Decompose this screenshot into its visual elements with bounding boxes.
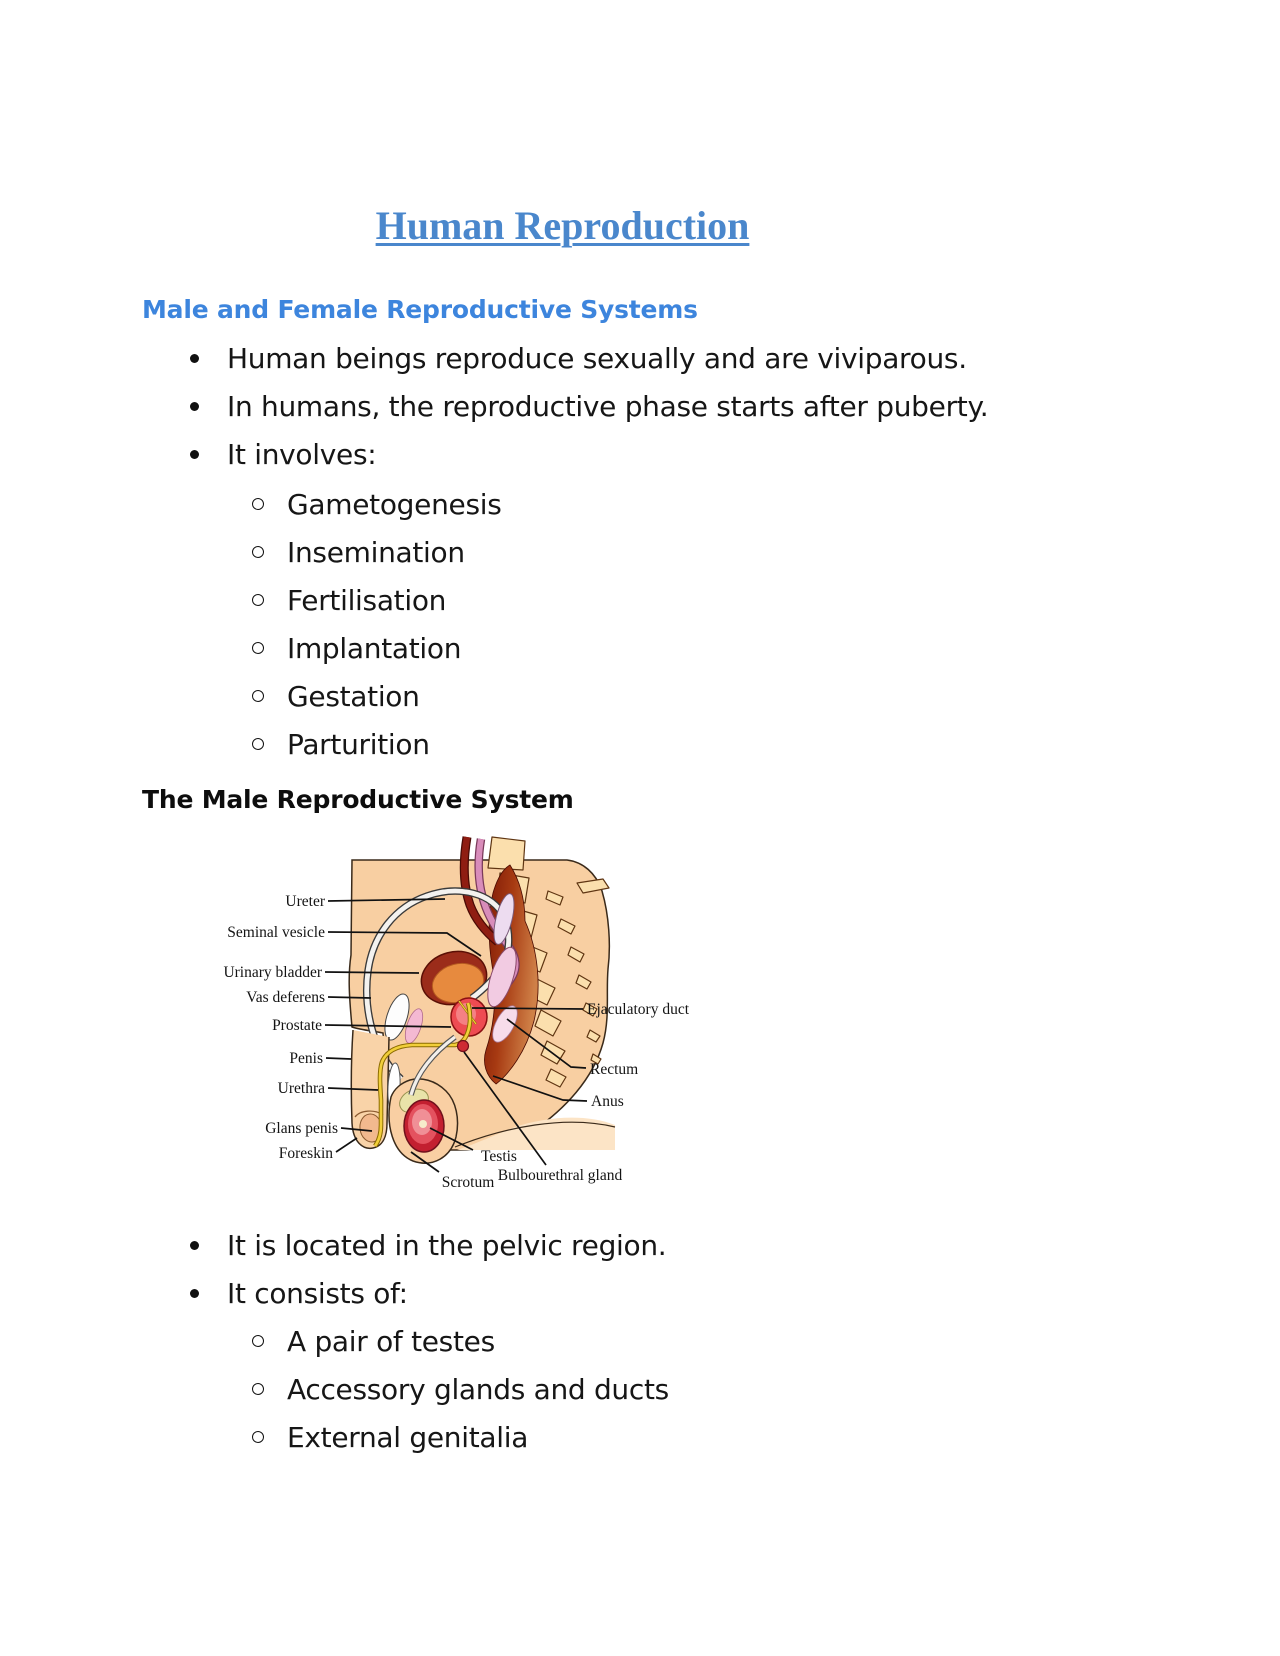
diagram-label-scrotum: Scrotum <box>442 1174 495 1191</box>
spermatic-cord <box>408 1034 457 1096</box>
list-item: Insemination <box>0 528 1280 576</box>
list-item-text: Human beings reproduce sexually and are … <box>227 341 967 375</box>
male-reproductive-system-diagram: Ureter Seminal vesicle Urinary bladder V… <box>223 836 690 1191</box>
list-item: Gametogenesis <box>0 480 1280 528</box>
diagram-label-anus: Anus <box>591 1093 624 1110</box>
diagram-label-glans-penis: Glans penis <box>265 1120 338 1137</box>
diagram-label-testis: Testis <box>481 1148 517 1165</box>
list-item-text: It involves: <box>227 437 377 471</box>
bullet-dot-icon <box>190 1240 199 1250</box>
diagram-label-bulbourethral-gland: Bulbourethral gland <box>498 1167 623 1184</box>
testis-shape <box>403 1099 445 1153</box>
leader-lines <box>324 898 588 1173</box>
list-item: Fertilisation <box>0 576 1280 624</box>
list-item-text: Gestation <box>287 679 420 713</box>
diagram-label-urinary-bladder: Urinary bladder <box>223 964 322 981</box>
thigh-line <box>454 1121 616 1148</box>
list-item: Gestation <box>0 672 1280 720</box>
thigh-region <box>457 1117 615 1150</box>
page-title: Human Reproduction <box>375 203 750 248</box>
list-item: Implantation <box>0 624 1280 672</box>
section-heading-male-female-systems: Male and Female Reproductive Systems <box>142 295 698 324</box>
diagram-label-ejaculatory-duct: Ejaculatory duct <box>587 1001 690 1018</box>
list-item-text: In humans, the reproductive phase starts… <box>227 389 989 423</box>
diagram-label-prostate: Prostate <box>272 1017 322 1034</box>
list-item: It is located in the pelvic region. <box>0 1221 1280 1269</box>
list-item-text: It consists of: <box>227 1276 408 1310</box>
diagram-label-urethra: Urethra <box>278 1080 325 1097</box>
bullet-circle-icon <box>252 738 264 750</box>
bullet-circle-icon <box>252 690 264 702</box>
list-item: It consists of: <box>0 1269 1280 1317</box>
list-item-text: Accessory glands and ducts <box>287 1372 669 1406</box>
list-item: Parturition <box>0 720 1280 768</box>
list-item-text: Fertilisation <box>287 583 447 617</box>
list-item-text: Insemination <box>287 535 465 569</box>
list-item-text: External genitalia <box>287 1420 529 1454</box>
list-item: External genitalia <box>0 1413 1280 1461</box>
bullet-dot-icon <box>190 1288 199 1298</box>
list-item: Accessory glands and ducts <box>0 1365 1280 1413</box>
urethra-shape <box>373 1002 473 1148</box>
scrotum-shape <box>388 1078 459 1164</box>
bullet-circle-icon <box>252 594 264 606</box>
bullet-circle-icon <box>252 1335 264 1347</box>
bullet-circle-icon <box>252 1431 264 1443</box>
diagram-label-penis: Penis <box>289 1050 323 1067</box>
urinary-bladder-shape <box>420 950 488 1006</box>
intro-bullet-list: Human beings reproduce sexually and are … <box>0 334 1280 478</box>
bullet-dot-icon <box>190 449 199 459</box>
male-system-bullet-list: It is located in the pelvic region. It c… <box>0 1221 1280 1317</box>
list-item-text: Implantation <box>287 631 462 665</box>
diagram-label-foreskin: Foreskin <box>279 1145 334 1162</box>
bullet-circle-icon <box>252 498 264 510</box>
diagram-label-ureter: Ureter <box>285 893 325 910</box>
diagram-labels: Ureter Seminal vesicle Urinary bladder V… <box>223 893 689 1191</box>
diagram-label-vas-deferens: Vas deferens <box>246 989 325 1006</box>
list-item: In humans, the reproductive phase starts… <box>0 382 1280 430</box>
list-item: Human beings reproduce sexually and are … <box>0 334 1280 382</box>
involves-sublist: Gametogenesis Insemination Fertilisation… <box>0 480 1280 768</box>
bulbourethral-gland-shape <box>456 1039 470 1053</box>
section-heading-male-system: The Male Reproductive System <box>142 785 574 814</box>
bullet-dot-icon <box>190 401 199 411</box>
bullet-circle-icon <box>252 642 264 654</box>
diagram-label-rectum: Rectum <box>590 1061 638 1078</box>
list-item-text: It is located in the pelvic region. <box>227 1228 667 1262</box>
bullet-circle-icon <box>252 1383 264 1395</box>
list-item-text: A pair of testes <box>287 1324 495 1358</box>
list-item-text: Gametogenesis <box>287 487 502 521</box>
diagram-label-seminal-vesicle: Seminal vesicle <box>227 924 325 941</box>
bullet-circle-icon <box>252 546 264 558</box>
consists-sublist: A pair of testes Accessory glands and du… <box>0 1317 1280 1461</box>
list-item: It involves: <box>0 430 1280 478</box>
seminal-vesicle-shape <box>487 893 518 1043</box>
list-item: A pair of testes <box>0 1317 1280 1365</box>
list-item-text: Parturition <box>287 727 430 761</box>
bullet-dot-icon <box>190 353 199 363</box>
